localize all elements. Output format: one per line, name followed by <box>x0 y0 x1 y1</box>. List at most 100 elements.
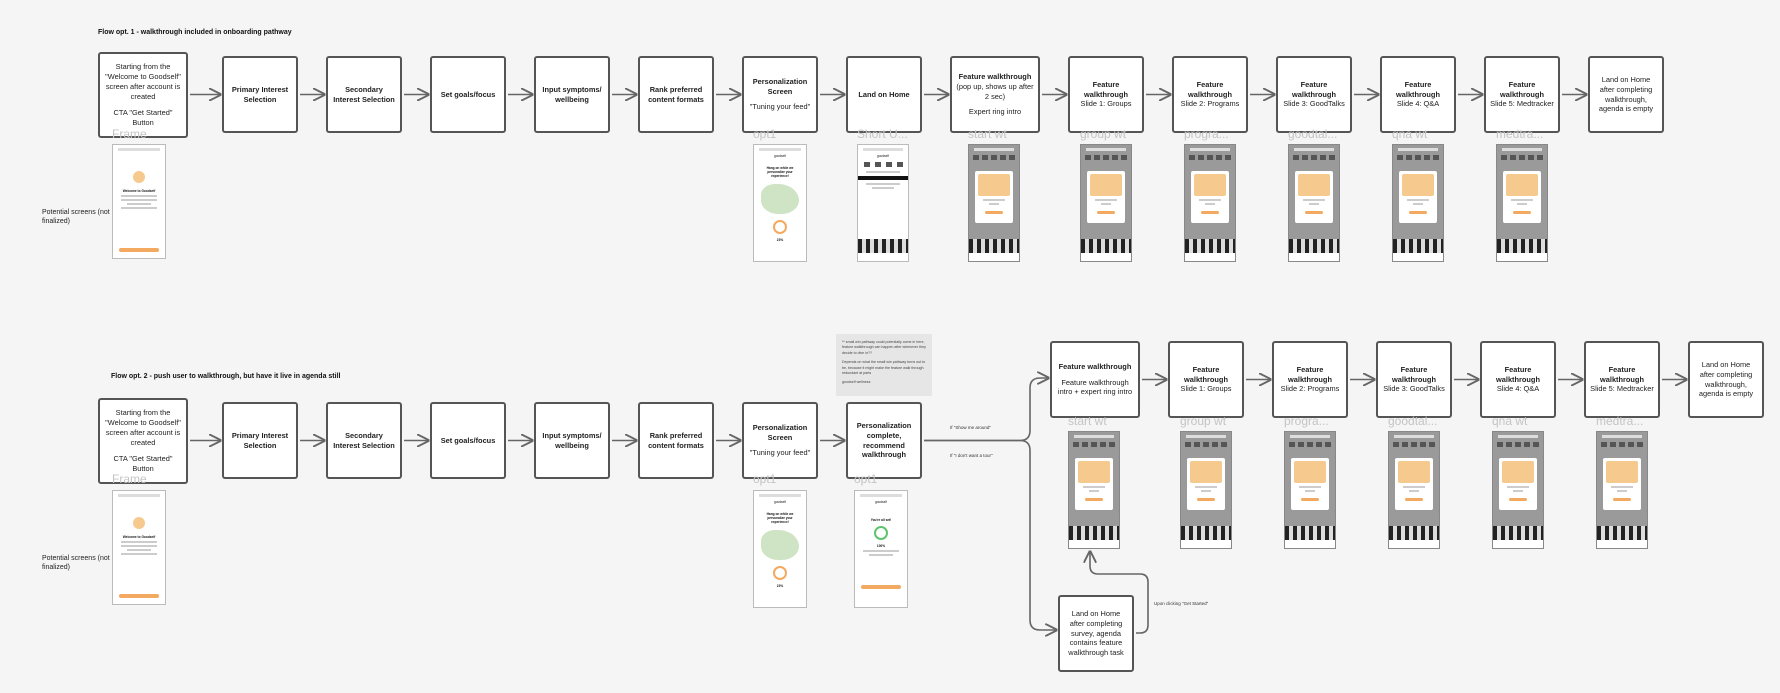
frame-label: opt1 <box>753 472 777 486</box>
potential-screens-label-1: Potential screens (not finalized) <box>42 209 110 226</box>
progress-percent: 23% <box>776 238 784 242</box>
category-icons <box>1084 155 1128 160</box>
box-body: Slide 1: Groups <box>1080 99 1132 109</box>
content-grid <box>1181 526 1231 540</box>
frame-label: group wt <box>1080 127 1127 141</box>
tab-bar <box>1185 253 1235 261</box>
box-body: Starting from the "Welcome to Goodself" … <box>105 408 181 447</box>
frame-label: progra... <box>1284 414 1329 428</box>
flow1-step-3: Secondary Interest Selection <box>326 56 402 133</box>
category-icons <box>1500 155 1544 160</box>
box-body: Slide 4: Q&A <box>1396 99 1440 109</box>
content-grid <box>1497 239 1547 253</box>
return-arrow <box>1090 552 1149 634</box>
personalize-heading: Hang on while we personalize your experi… <box>766 512 794 524</box>
frame-label: progra... <box>1184 127 1229 141</box>
note-text-1: ** small win pathway could potentially c… <box>842 340 926 355</box>
box-title: Primary Interest Selection <box>231 430 289 450</box>
box-title: Input symptoms/ wellbeing <box>542 430 602 450</box>
content-grid <box>1597 526 1647 540</box>
get-started-button <box>119 248 159 252</box>
box-title: Primary Interest Selection <box>231 84 289 104</box>
phone-walkthrough-2-1 <box>1068 431 1120 549</box>
category-icons <box>1392 442 1436 447</box>
category-icons <box>1396 155 1440 160</box>
category-icons <box>972 155 1016 160</box>
frame-label: medtra... <box>1496 127 1544 141</box>
category-icons <box>1184 442 1228 447</box>
illustration <box>761 184 799 214</box>
content-grid <box>969 239 1019 253</box>
box-title: Feature walkthrough <box>1392 364 1436 384</box>
phone-walkthrough-6 <box>1496 144 1548 262</box>
box-note: "Tuning your feed" <box>749 102 811 112</box>
sun-icon <box>133 171 145 183</box>
content-grid <box>1289 239 1339 253</box>
brand-label: goodself <box>773 500 787 504</box>
box-body: Slide 2: Programs <box>1180 99 1240 109</box>
phone-walkthrough-2-3 <box>1284 431 1336 549</box>
sun-icon <box>133 517 145 529</box>
box-body: Slide 1: Groups <box>1180 384 1232 394</box>
progress-ring <box>773 220 787 234</box>
box-title: Secondary Interest Selection <box>333 84 395 104</box>
sticky-note: ** small win pathway could potentially c… <box>836 334 932 396</box>
flow2-step-6: Rank preferred content formats <box>638 402 714 479</box>
content-grid <box>1389 526 1439 540</box>
frame-label: group wt <box>1180 414 1227 428</box>
box-title: Personalization Screen <box>752 422 808 442</box>
branch-yes-label: If "Show me around" <box>950 425 991 430</box>
walkthrough-modal <box>1191 171 1229 223</box>
box-body: Slide 5: Medtracker <box>1590 384 1654 394</box>
walkthrough-modal <box>1399 171 1437 223</box>
frame-label: start wt <box>968 127 1007 141</box>
content-grid <box>1285 526 1335 540</box>
tab-bar <box>1597 540 1647 548</box>
box-title: Feature walkthrough <box>1396 79 1440 99</box>
flow1-step-5: Input symptoms/ wellbeing <box>534 56 610 133</box>
box-title: Feature walkthrough <box>1600 364 1644 384</box>
complete-ring <box>874 526 888 540</box>
box-body: Starting from the "Welcome to Goodself" … <box>105 62 181 101</box>
category-icons <box>1288 442 1332 447</box>
personalize-heading: Hang on while we personalize your experi… <box>766 166 794 178</box>
tab-bar <box>1069 540 1119 548</box>
tab-bar <box>1393 253 1443 261</box>
frame-label: qna wt <box>1392 127 1428 141</box>
done-percent: 100% <box>876 544 886 548</box>
box-title: Personalization Screen <box>752 76 808 96</box>
frame-label: medtra... <box>1596 414 1644 428</box>
welcome-heading: Welcome to Goodself <box>122 189 156 193</box>
illustration <box>761 530 799 560</box>
tab-bar <box>1493 540 1543 548</box>
box-title: Land on Home <box>858 89 910 99</box>
tab-bar <box>1285 540 1335 548</box>
tab-bar <box>1081 253 1131 261</box>
walkthrough-modal <box>1503 171 1541 223</box>
content-grid <box>1185 239 1235 253</box>
walkthrough-modal <box>1603 458 1641 510</box>
phone-walkthrough-2-2 <box>1180 431 1232 549</box>
tab-bar <box>1289 253 1339 261</box>
flow2-step-8: Personalization complete, recommend walk… <box>846 402 922 479</box>
flow2-step-2: Primary Interest Selection <box>222 402 298 479</box>
box-title: Personalization complete, recommend walk… <box>856 420 912 460</box>
phone-welcome-2: Welcome to Goodself <box>112 490 166 605</box>
tab-bar <box>1497 253 1547 261</box>
box-title: Feature walkthrough <box>1288 364 1332 384</box>
tab-bar <box>1389 540 1439 548</box>
done-heading: You're all set! <box>870 518 892 522</box>
flow2-step-5: Input symptoms/ wellbeing <box>534 402 610 479</box>
box-note: "Tuning your feed" <box>749 448 811 458</box>
frame-label: Short U... <box>857 127 908 141</box>
walkthrough-modal <box>1291 458 1329 510</box>
walkthrough-modal <box>1187 458 1225 510</box>
box-body: (pop up, shows up after 2 sec) <box>956 81 1034 101</box>
box-title: Rank preferred content formats <box>648 430 704 450</box>
